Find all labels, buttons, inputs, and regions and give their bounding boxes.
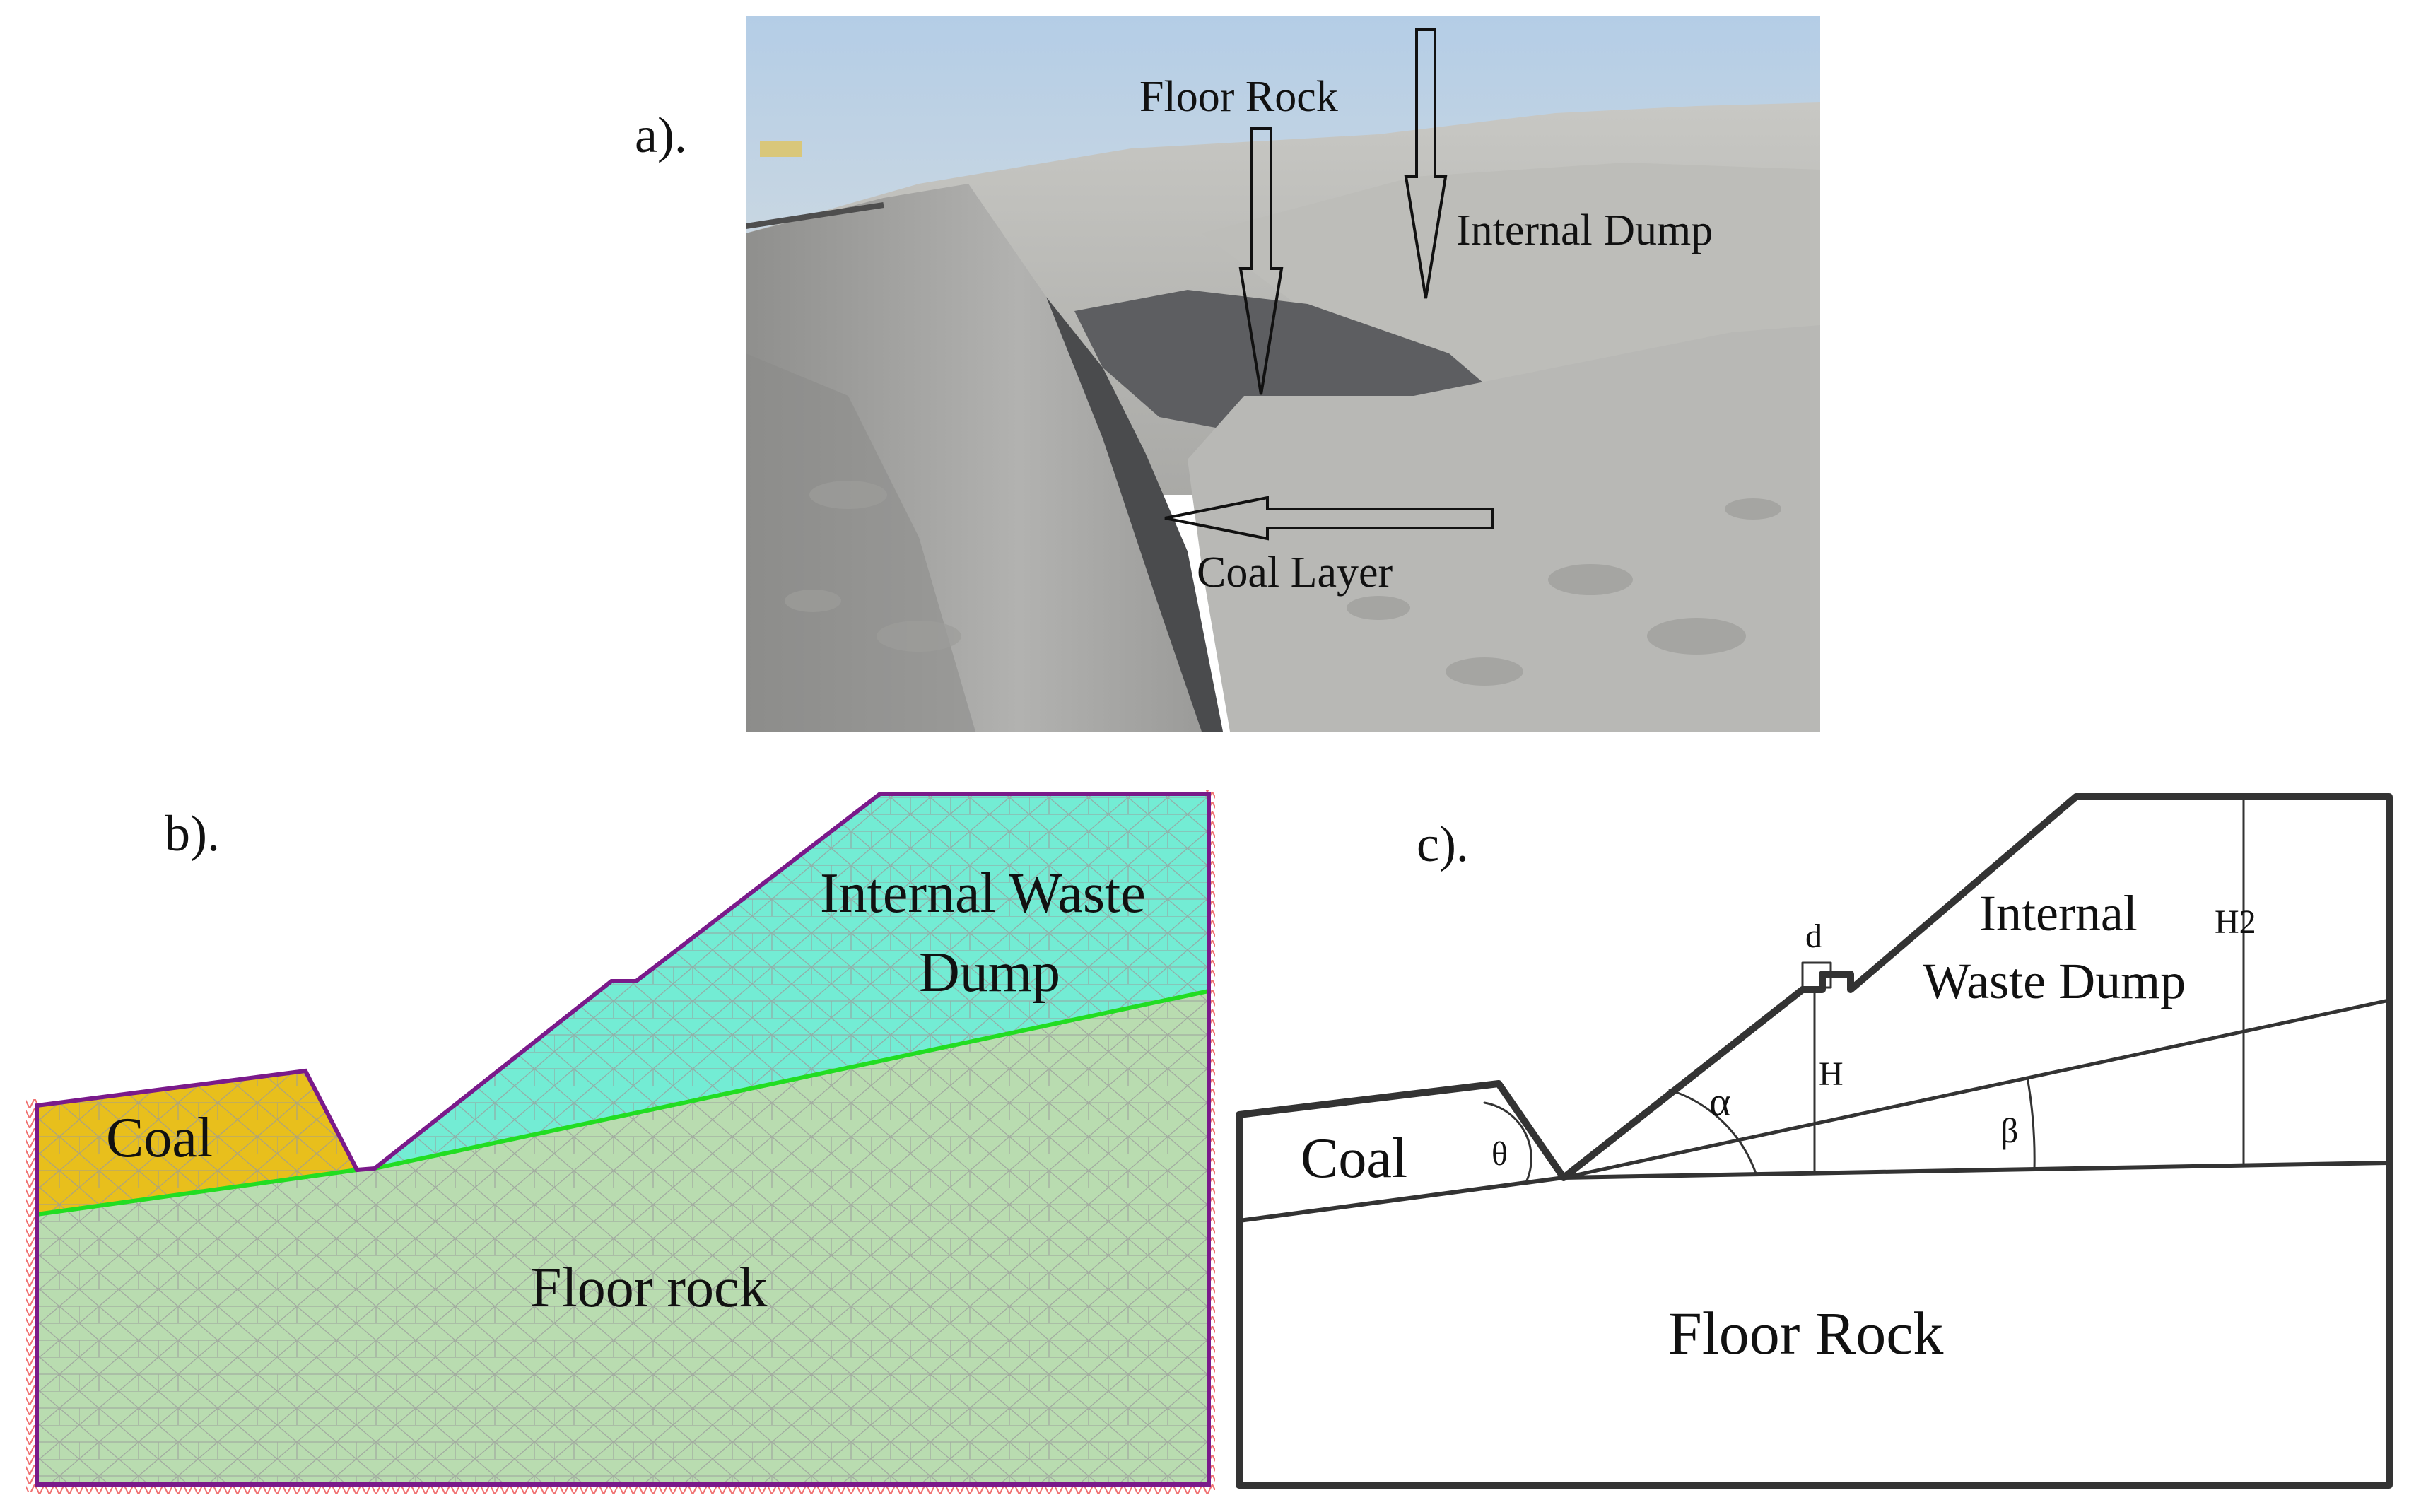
beta-line (1561, 998, 2391, 1180)
floor-rock-label: Floor rock (530, 1257, 768, 1319)
coal-floor-boundary (36, 1168, 358, 1217)
panel-b-label: b). (165, 805, 220, 862)
h-symbol: H (1819, 1055, 1844, 1093)
schematic-waste-label-line2: Waste Dump (1923, 953, 2186, 1009)
alpha-arc (1668, 1089, 1757, 1175)
photo-vehicle (760, 141, 802, 157)
waste-dump-label-line1: Internal Waste (820, 862, 1146, 925)
theta-symbol: θ (1491, 1135, 1508, 1173)
schematic-waste-label-line1: Internal (1979, 885, 2138, 942)
dump-floor-boundary (374, 989, 1209, 1171)
internal-dump-arrow (1404, 28, 1448, 299)
mesh-overlay (37, 794, 1209, 1484)
photo-dark-seam (1046, 297, 1223, 732)
photo-rubble-texture (785, 481, 1781, 686)
coal-layer-arrow (1164, 496, 1494, 541)
model-outline (35, 792, 1211, 1487)
coal-layer-annotation: Coal Layer (1197, 549, 1393, 597)
panel-a: a). Flo (635, 16, 1820, 732)
site-photo (746, 16, 1820, 732)
d-symbol: d (1805, 918, 1822, 955)
beta-arc (2026, 1076, 2036, 1171)
photo-road (746, 202, 884, 229)
panel-a-label: a). (635, 107, 687, 163)
alpha-symbol: α (1709, 1079, 1730, 1125)
theta-arc (1483, 1101, 1532, 1182)
beta-symbol: β (2000, 1110, 2018, 1150)
coal-region-label: Coal (106, 1107, 213, 1169)
waste-dump-label-line2: Dump (919, 942, 1060, 1004)
panel-b: b). Coal Internal Waste Dump Floor rock (26, 790, 1215, 1494)
panel-c-text: c). Coal Internal Waste Dump Floor Rock … (1301, 816, 2256, 1367)
floor-rock-arrow (1238, 127, 1284, 395)
schematic-floor-label: Floor Rock (1668, 1299, 1943, 1367)
panel-c (1236, 793, 2393, 1489)
panel-c-label: c). (1417, 816, 1469, 872)
schematic-coal-label: Coal (1301, 1127, 1407, 1190)
floor-rock-annotation: Floor Rock (1139, 73, 1338, 121)
h2-symbol: H2 (2215, 903, 2256, 941)
internal-dump-annotation: Internal Dump (1456, 206, 1713, 254)
d-dimension-box (1801, 961, 1832, 989)
